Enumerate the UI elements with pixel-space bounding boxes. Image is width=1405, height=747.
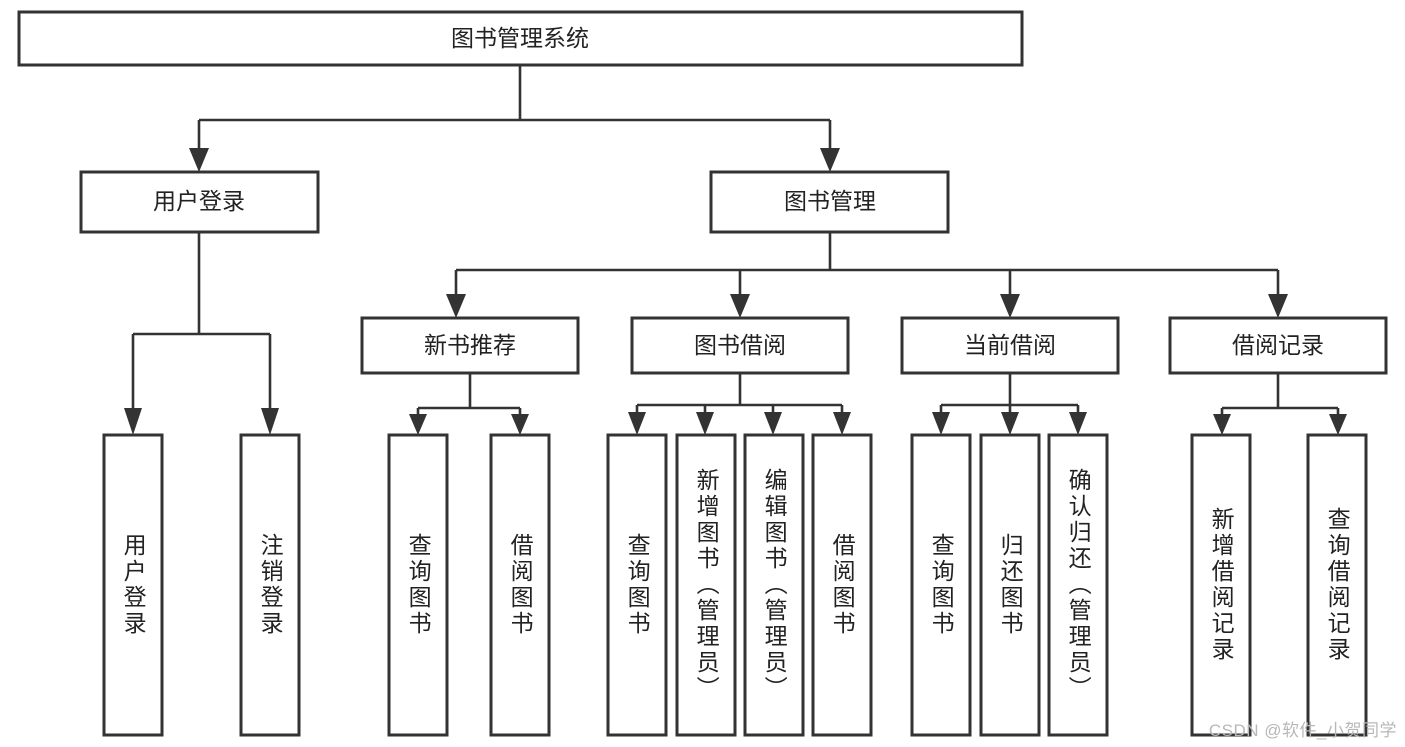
- arrow-book-to-new: [446, 294, 466, 318]
- arrow-borrow-leaf-1: [628, 412, 646, 435]
- node-borrow-record-label: 借阅记录: [1232, 332, 1324, 358]
- leaf-box-query-book-current[interactable]: [910, 433, 972, 737]
- node-new-book-recommend[interactable]: 新书推荐: [360, 316, 580, 375]
- node-current-borrow-box[interactable]: [900, 316, 1120, 375]
- arrow-new-leaf-1: [409, 414, 427, 435]
- arrow-record-leaf-1: [1213, 414, 1231, 435]
- arrow-current-leaf-2: [1001, 412, 1019, 435]
- node-book-management-label: 图书管理: [784, 188, 876, 214]
- leaf-box-logout[interactable]: [239, 433, 301, 737]
- watermark: CSDN @软件_小贺同学: [1208, 721, 1397, 740]
- node-current-borrow-label: 当前借阅: [964, 332, 1056, 358]
- node-current-borrow[interactable]: 当前借阅: [900, 316, 1120, 375]
- arrow-book-to-borrow: [730, 294, 750, 318]
- node-book-management[interactable]: 图书管理: [709, 170, 950, 234]
- leaf-box-return-book[interactable]: [979, 433, 1041, 737]
- leaf-box-query-book-borrow[interactable]: [606, 433, 668, 737]
- connector-layer: [124, 65, 1347, 435]
- leaf-box-layer: [102, 433, 1368, 737]
- node-new-book-recommend-label: 新书推荐: [424, 332, 516, 358]
- arrow-current-leaf-1: [932, 412, 950, 435]
- leaf-box-confirm-return-admin[interactable]: [1047, 433, 1109, 737]
- node-book-management-box[interactable]: [709, 170, 950, 234]
- node-book-borrow[interactable]: 图书借阅: [630, 316, 850, 375]
- leaf-box-add-book-admin[interactable]: [675, 433, 737, 737]
- arrow-borrow-leaf-3: [764, 412, 782, 435]
- node-book-borrow-label: 图书借阅: [694, 332, 786, 358]
- arrow-borrow-leaf-2: [696, 412, 714, 435]
- arrow-user-leaf-2: [261, 408, 279, 435]
- arrow-record-leaf-2: [1329, 414, 1347, 435]
- leaf-box-borrow-book[interactable]: [811, 433, 873, 737]
- arrow-borrow-leaf-4: [833, 412, 851, 435]
- node-user-login-label: 用户登录: [153, 188, 245, 214]
- node-user-login-box[interactable]: [79, 170, 320, 234]
- node-new-book-recommend-box[interactable]: [360, 316, 580, 375]
- leaf-box-add-borrow-record[interactable]: [1190, 433, 1252, 737]
- node-root-box[interactable]: [17, 10, 1024, 67]
- node-root[interactable]: 图书管理系统: [17, 10, 1024, 67]
- leaf-box-borrow-book-new[interactable]: [489, 433, 551, 737]
- leaf-box-edit-book-admin[interactable]: [743, 433, 805, 737]
- arrow-new-leaf-2: [511, 414, 529, 435]
- arrow-book-to-record: [1268, 294, 1288, 318]
- node-book-borrow-box[interactable]: [630, 316, 850, 375]
- arrow-book-to-current: [1000, 294, 1020, 318]
- leaf-box-query-borrow-record[interactable]: [1306, 433, 1368, 737]
- arrow-root-to-user: [189, 148, 209, 172]
- arrow-current-leaf-3: [1069, 412, 1087, 435]
- node-borrow-record-box[interactable]: [1168, 316, 1388, 375]
- node-root-label: 图书管理系统: [451, 25, 589, 51]
- leaf-box-query-book-new[interactable]: [387, 433, 449, 737]
- arrow-root-to-book: [820, 148, 840, 172]
- node-borrow-record[interactable]: 借阅记录: [1168, 316, 1388, 375]
- leaf-box-user-login[interactable]: [102, 433, 164, 737]
- node-user-login[interactable]: 用户登录: [79, 170, 320, 234]
- arrow-user-leaf-1: [124, 408, 142, 435]
